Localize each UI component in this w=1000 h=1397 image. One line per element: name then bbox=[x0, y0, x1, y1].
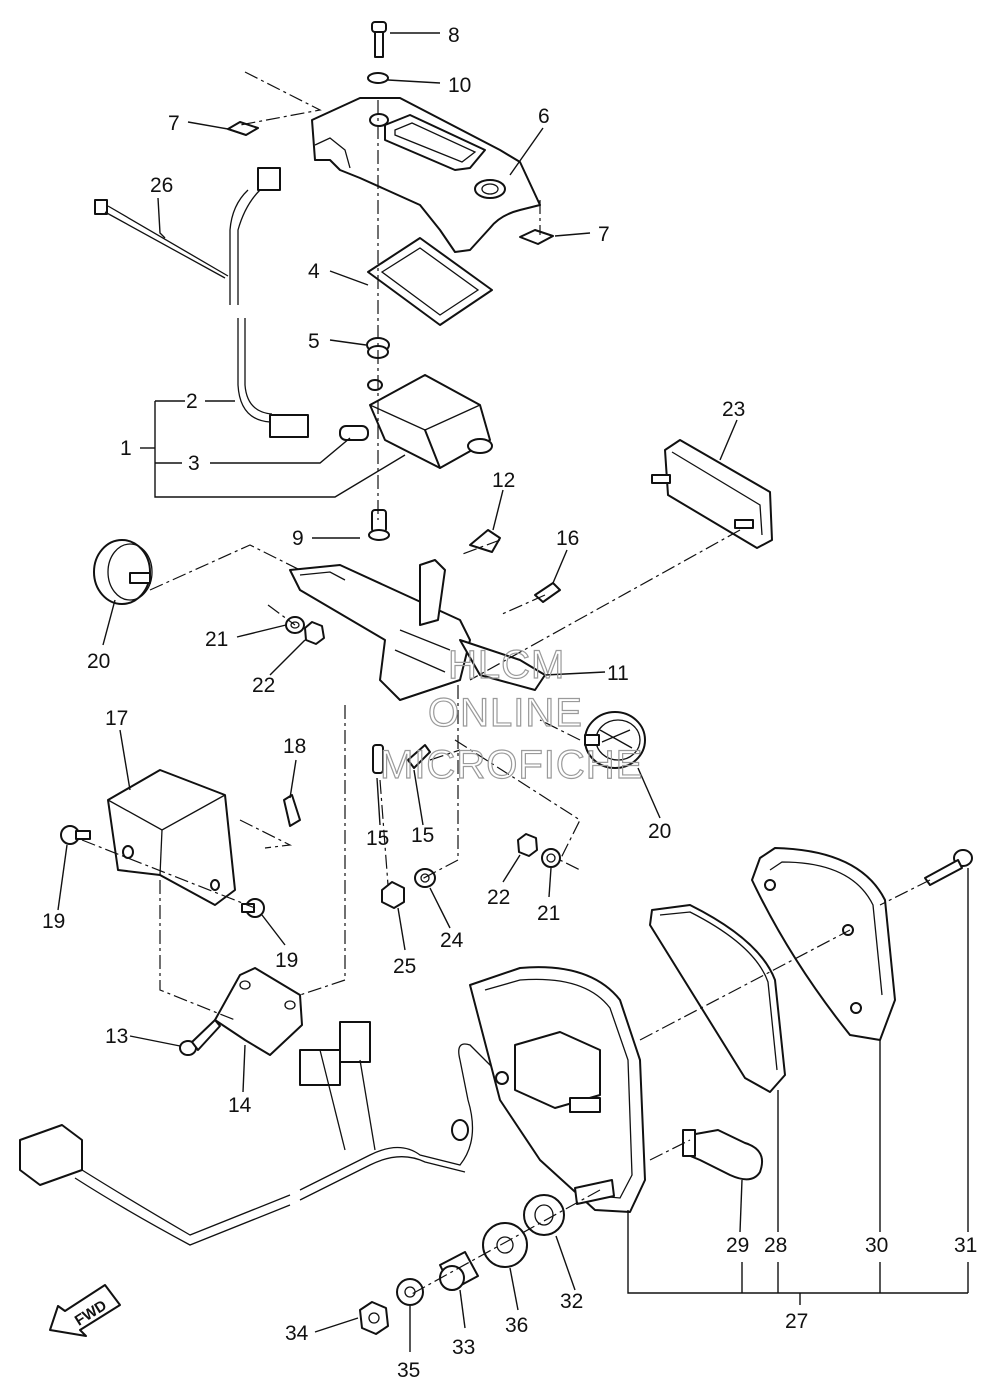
callout-19-right: 19 bbox=[275, 949, 298, 972]
callout-7-lower: 7 bbox=[598, 223, 610, 246]
callout-29: 29 bbox=[726, 1234, 749, 1257]
bulb-part-3 bbox=[339, 425, 369, 441]
callout-2: 2 bbox=[186, 390, 198, 413]
washer-part-35 bbox=[396, 1278, 424, 1306]
meter-cover-part-6 bbox=[311, 97, 541, 253]
tail-light-housing-part-27 bbox=[469, 966, 646, 1213]
callout-32: 32 bbox=[560, 1290, 583, 1313]
callout-22-lower: 22 bbox=[487, 886, 510, 909]
watermark-line-3: MICROFICHE bbox=[380, 743, 643, 787]
pad-part-18 bbox=[283, 794, 301, 827]
reflector-part-20-left bbox=[93, 539, 153, 605]
callout-27: 27 bbox=[785, 1310, 808, 1333]
watermark-line-1: HLCM bbox=[448, 643, 565, 687]
callout-13: 13 bbox=[105, 1025, 128, 1048]
callout-20-left: 20 bbox=[87, 650, 110, 673]
forward-direction-indicator: FWD bbox=[49, 1284, 121, 1337]
watermark: HLCM ONLINE MICROFICHE bbox=[379, 642, 643, 787]
grommet-part-32 bbox=[523, 1194, 565, 1236]
bracket-part-11 bbox=[289, 559, 546, 701]
gasket-part-4 bbox=[367, 237, 493, 326]
callout-22-upper: 22 bbox=[252, 674, 275, 697]
callout-1: 1 bbox=[120, 437, 132, 460]
leader-lines bbox=[57, 32, 969, 1352]
callout-12: 12 bbox=[492, 469, 515, 492]
callout-14: 14 bbox=[228, 1094, 252, 1117]
callout-numbers: 8 10 7 6 26 7 4 5 2 1 3 23 12 9 16 21 20… bbox=[42, 24, 977, 1382]
washer-part-36 bbox=[482, 1222, 528, 1268]
callout-19-left: 19 bbox=[42, 910, 65, 933]
bolt-part-15-a bbox=[372, 744, 384, 774]
callout-18: 18 bbox=[283, 735, 306, 758]
bolt-part-12 bbox=[469, 529, 501, 553]
callout-17: 17 bbox=[105, 707, 128, 730]
bolt-part-16 bbox=[534, 582, 561, 603]
callout-23: 23 bbox=[722, 398, 745, 421]
callout-30: 30 bbox=[865, 1234, 888, 1257]
tail-light-harness bbox=[19, 1021, 501, 1246]
callout-34: 34 bbox=[285, 1322, 309, 1345]
callout-8: 8 bbox=[448, 24, 460, 47]
license-reflector-part-23 bbox=[651, 439, 773, 549]
nut-part-22-upper bbox=[304, 621, 325, 645]
callout-11: 11 bbox=[607, 662, 629, 685]
callout-10: 10 bbox=[448, 74, 471, 97]
nut-part-34 bbox=[359, 1301, 389, 1335]
callout-24: 24 bbox=[440, 929, 464, 952]
bracket-part-14 bbox=[214, 967, 303, 1056]
callout-6: 6 bbox=[538, 105, 550, 128]
washer-part-21-lower bbox=[541, 848, 561, 868]
callout-33: 33 bbox=[452, 1336, 475, 1359]
callout-15-b: 15 bbox=[411, 824, 434, 847]
callout-4: 4 bbox=[308, 260, 320, 283]
meter-assembly-part-1 bbox=[367, 374, 493, 469]
callout-26: 26 bbox=[150, 174, 173, 197]
callout-5: 5 bbox=[308, 330, 320, 353]
screw-part-31 bbox=[924, 849, 973, 886]
callout-25: 25 bbox=[393, 955, 416, 978]
bolt-part-9 bbox=[368, 509, 390, 541]
pad-part-7-upper bbox=[227, 121, 259, 136]
screw-part-19-a bbox=[60, 825, 91, 845]
screw-part-19-b bbox=[241, 898, 265, 918]
screw-part-8 bbox=[371, 21, 387, 58]
callout-3: 3 bbox=[188, 452, 200, 475]
assembly-lines bbox=[81, 71, 931, 1296]
callout-16: 16 bbox=[556, 527, 579, 550]
collar-part-33 bbox=[439, 1251, 479, 1291]
nut-part-22-lower bbox=[517, 833, 538, 857]
callout-31: 31 bbox=[954, 1234, 977, 1257]
callout-36: 36 bbox=[505, 1314, 528, 1337]
washer-part-10 bbox=[367, 72, 389, 84]
bolt-part-15-b bbox=[407, 744, 431, 769]
pad-part-7-lower bbox=[519, 229, 554, 245]
callout-9: 9 bbox=[292, 527, 304, 550]
callout-7-upper: 7 bbox=[168, 112, 180, 135]
reflector-part-20-right bbox=[584, 711, 646, 769]
license-light-part-17 bbox=[107, 769, 236, 906]
nut-part-25 bbox=[381, 881, 405, 909]
callout-35: 35 bbox=[397, 1359, 420, 1382]
callout-20-right: 20 bbox=[648, 820, 671, 843]
gasket-part-28 bbox=[649, 904, 786, 1093]
cable-tie-part-26 bbox=[94, 199, 229, 279]
watermark-line-2: ONLINE bbox=[428, 691, 583, 735]
callout-15-a: 15 bbox=[366, 827, 389, 850]
meter-lead-part-2 bbox=[229, 167, 309, 438]
bolt-part-13 bbox=[179, 1019, 221, 1056]
callout-28: 28 bbox=[764, 1234, 787, 1257]
callout-21-upper: 21 bbox=[205, 628, 228, 651]
callout-21-lower: 21 bbox=[537, 902, 560, 925]
bulb-part-29 bbox=[682, 1129, 764, 1181]
